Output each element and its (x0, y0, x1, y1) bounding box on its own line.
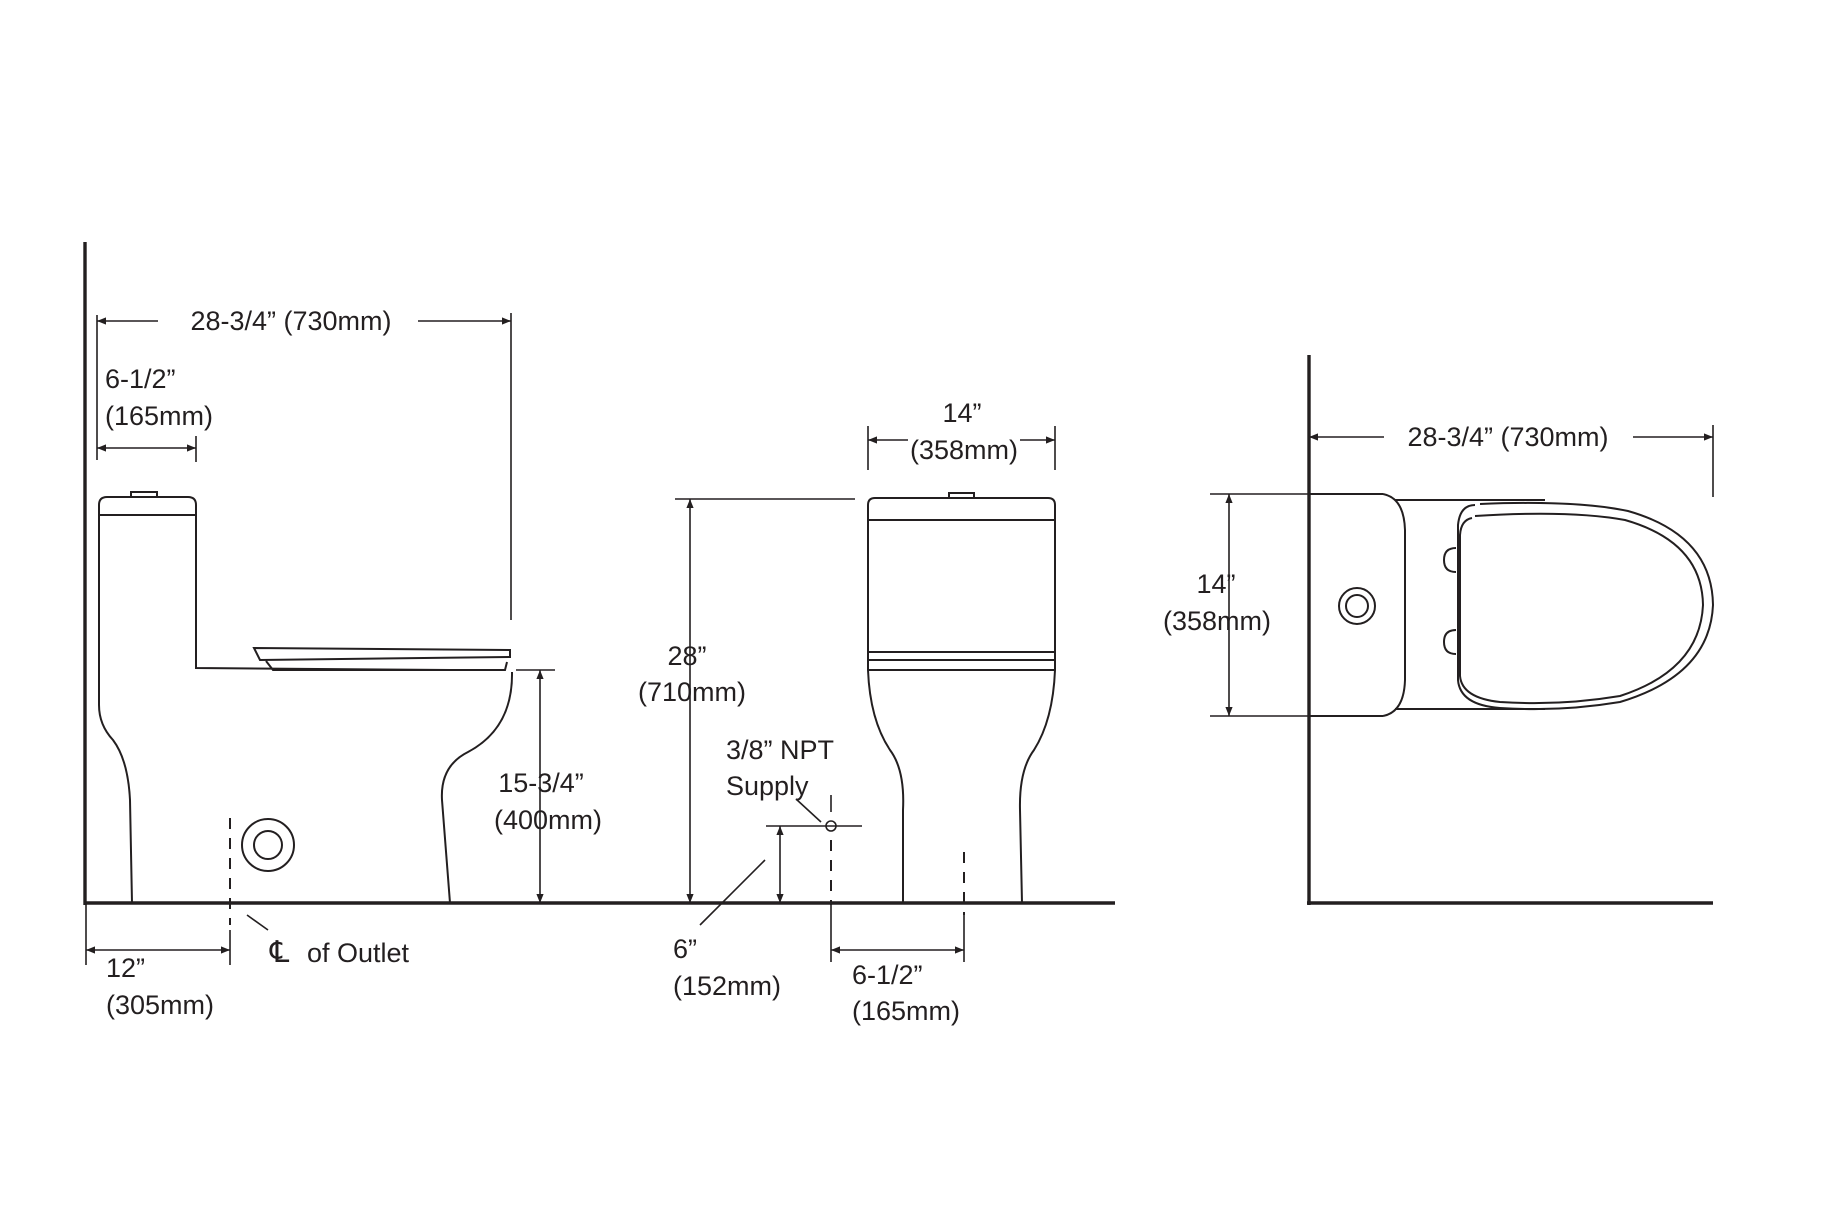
supply-dimension: 3/8” NPT Supply 6” (152mm) 6-1/2” (165mm… (673, 735, 965, 1026)
top-width-dimension: 14” (358mm) (1163, 493, 1309, 717)
side-view: 28-3/4” (730mm) 6-1/2” (165mm) 15-3/4” (… (83, 242, 1115, 1020)
supply-offset-mm: (165mm) (852, 996, 960, 1026)
tank-depth-mm: (165mm) (105, 401, 213, 431)
centerline-symbol: ℄ (269, 936, 289, 969)
top-width-mm: (358mm) (1163, 606, 1271, 636)
seat-height-inches: 15-3/4” (498, 768, 584, 798)
top-overall-length-label: 28-3/4” (730mm) (1407, 422, 1608, 452)
front-height-dimension: 28” (710mm) (638, 498, 855, 903)
front-width-dimension: 14” (358mm) (867, 398, 1056, 470)
top-length-dimension: 28-3/4” (730mm) (1309, 422, 1714, 497)
rough-in-inches: 12” (106, 953, 145, 983)
supply-label-line1: 3/8” NPT (726, 735, 834, 765)
flush-button (1338, 587, 1376, 625)
toilet-side-outline (98, 491, 514, 931)
supply-point (825, 820, 837, 832)
supply-offset-inches: 6-1/2” (852, 960, 923, 990)
tank-depth-dimension: 6-1/2” (165mm) (97, 364, 213, 462)
toilet-front-outline (867, 492, 1056, 915)
front-width-mm: (358mm) (910, 435, 1018, 465)
side-length-dimension: 28-3/4” (730mm) (96, 306, 512, 620)
front-height-mm: (710mm) (638, 677, 746, 707)
front-view: 14” (358mm) 28” (710mm) 3/8” NPT Supply … (638, 398, 1056, 1026)
front-height-inches: 28” (667, 641, 706, 671)
seat-height-mm: (400mm) (494, 805, 602, 835)
supply-height-mm: (152mm) (673, 971, 781, 1001)
top-view: 28-3/4” (730mm) 14” (358mm) (1163, 355, 1715, 905)
rough-in-mm: (305mm) (106, 990, 214, 1020)
front-width-inches: 14” (942, 398, 981, 428)
side-overall-length-label: 28-3/4” (730mm) (190, 306, 391, 336)
rough-in-dimension: 12” (305mm) ℄ of Outlet (85, 903, 410, 1020)
tank-depth-inches: 6-1/2” (105, 364, 176, 394)
toilet-top-outline (1309, 493, 1715, 717)
supply-height-inches: 6” (673, 934, 697, 964)
seat-height-dimension: 15-3/4” (400mm) (494, 669, 602, 903)
supply-label-line2: Supply (726, 771, 809, 801)
centerline-of-outlet-label: of Outlet (307, 938, 410, 968)
top-width-inches: 14” (1196, 569, 1235, 599)
